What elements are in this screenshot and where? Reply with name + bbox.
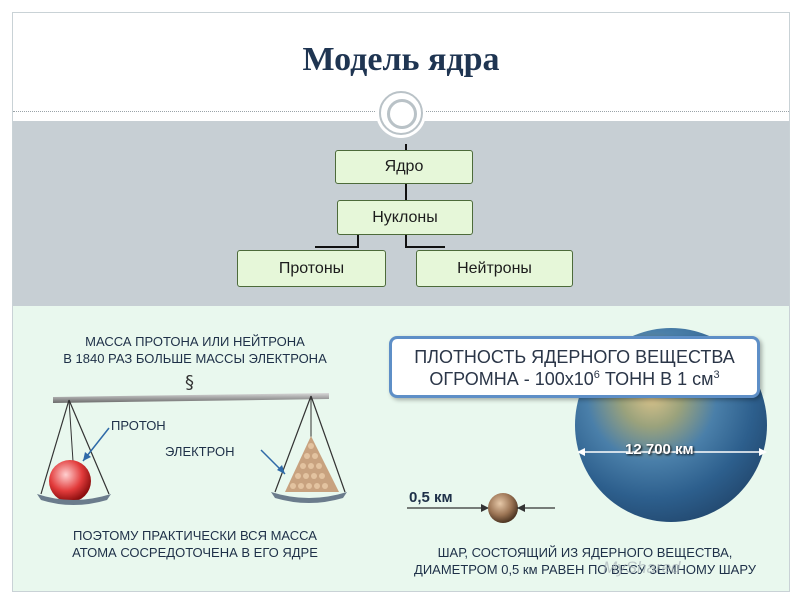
earth-diameter-label: 12 700 км [625,441,694,458]
connector-top [405,144,407,152]
node-nucleus: Ядро [335,150,473,184]
connector-middle-right [405,233,407,247]
decorative-circle-icon [379,91,423,135]
slide: Модель ядра Ядро Нуклоны Протоны Нейтрон… [12,12,790,592]
conclusion-line2: АТОМА СОСРЕДОТОЧЕНА В ЕГО ЯДРЕ [72,545,318,560]
nuclear-ball-icon [407,493,555,523]
density-exponent-1: 6 [593,369,600,381]
node-neutrons: Нейтроны [416,250,573,287]
earth-diameter-line [577,448,767,456]
svg-text:§: § [185,372,194,393]
balance-scale-icon: § [37,372,347,505]
proton-label: ПРОТОН [111,418,166,433]
density-box: ПЛОТНОСТЬ ЯДЕРНОГО ВЕЩЕСТВА ОГРОМНА - 10… [389,336,760,398]
ball-caption-line1: ШАР, СОСТОЯЩИЙ ИЗ ЯДЕРНОГО ВЕЩЕСТВА, [437,545,733,560]
conclusion-line1: ПОЭТОМУ ПРАКТИЧЕСКИ ВСЯ МАССА [73,528,317,543]
density-exponent-2: 3 [713,369,720,381]
slide-title: Модель ядра [302,41,500,78]
connector-right-h [405,246,445,248]
electron-label: ЭЛЕКТРОН [165,444,235,459]
ball-caption-line2: ДИАМЕТРОМ 0,5 км РАВЕН ПО ВЕСУ ЗЕМНОМУ Ш… [414,562,756,577]
mass-ratio-line2: В 1840 РАЗ БОЛЬШЕ МАССЫ ЭЛЕКТРОНА [63,351,327,366]
connector-root-middle [405,183,407,203]
density-line1: ПЛОТНОСТЬ ЯДЕРНОГО ВЕЩЕСТВА [414,347,735,367]
node-nucleons: Нуклоны [337,200,473,235]
ball-diameter-label: 0,5 км [409,489,453,506]
density-prefix: ОГРОМНА - 100х10 [429,369,594,389]
illustration-panel: МАССА ПРОТОНА ИЛИ НЕЙТРОНА В 1840 РАЗ БО… [13,306,789,591]
mass-ratio-line1: МАССА ПРОТОНА ИЛИ НЕЙТРОНА [85,334,305,349]
density-suffix: ТОНН В 1 см [599,369,714,389]
connector-middle-left [357,233,359,247]
connector-left-h [315,246,359,248]
watermark: MyShared [603,558,681,577]
density-line2: ОГРОМНА - 100х106 ТОНН В 1 см3 [392,369,757,390]
node-protons: Протоны [237,250,386,287]
